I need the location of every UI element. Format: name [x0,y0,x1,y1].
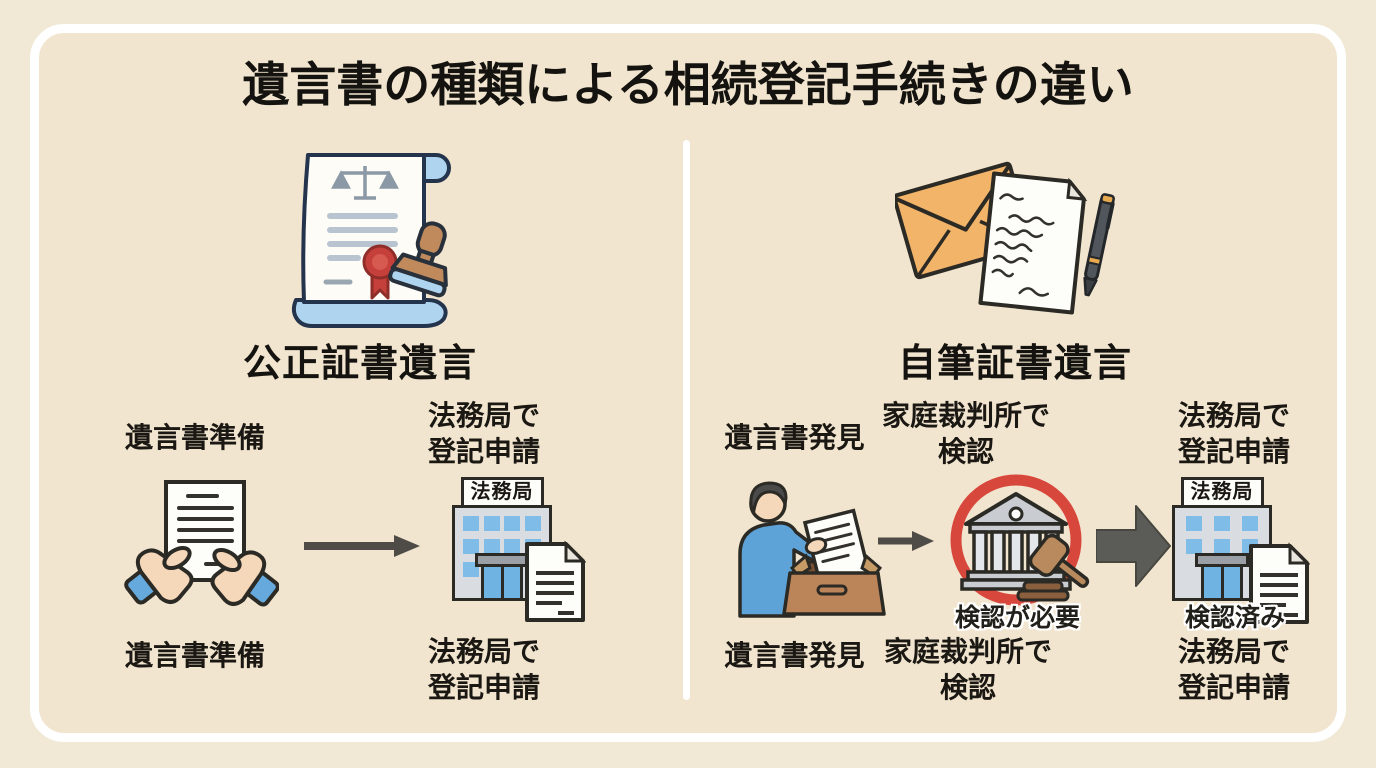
left-step2-label-bottom: 法務局で 登記申請 [420,634,548,706]
left-column-heading: 公正証書遺言 [242,343,477,385]
person-hand [804,537,828,555]
right-arrow-icon [878,531,934,551]
left-step1-label-bottom: 遺言書準備 [124,640,265,671]
window [463,516,479,531]
window [1242,516,1258,531]
right-step1-label-top: 遺言書発見 [724,422,865,453]
red-seal-ribbon-icon [362,244,398,300]
left-step1-label-top: 遺言書準備 [124,422,265,453]
building-sign: 法務局 [460,477,544,508]
pen-icon [1083,193,1115,297]
label-line: 法務局で [1177,400,1290,431]
drawer-box [782,553,886,616]
right-arrow-icon [304,535,420,557]
window-row [455,516,549,531]
label-line: 家庭裁判所で [883,636,1052,667]
handwritten-will-envelope-letter-pen-icon [895,161,1115,315]
window [524,516,541,531]
hands [135,545,267,606]
red-emphasis-ring [950,474,1082,606]
window [483,539,500,554]
registration-document-icon [525,541,586,622]
building-sign: 法務局 [1180,477,1264,508]
window [504,516,521,531]
entrance-door [481,564,523,598]
label-line: 登記申請 [427,436,540,467]
hands-holding-will-icon [124,480,279,607]
person-finding-will-in-drawer-icon [738,481,886,618]
right-step1-label-bottom: 遺言書発見 [724,640,865,671]
right-step3-label-bottom: 法務局で 登記申請 [1168,634,1300,706]
window-row [1175,516,1269,531]
window [504,539,521,554]
window [463,539,479,554]
gavel-icon [1016,533,1090,602]
registration-document-icon [1249,542,1310,624]
label-line: 登記申請 [1177,672,1290,703]
window [1186,516,1202,531]
label-line: 家庭裁判所で [881,400,1050,431]
label-line: 登記申請 [1177,436,1290,467]
scales-of-justice-glyph [331,166,399,200]
notarial-will-scroll-and-stamp-icon [292,153,451,328]
label-line: 検認 [939,672,996,703]
wooden-stamp-icon [388,221,448,298]
window [1186,539,1202,554]
entrance-door [1201,564,1243,598]
window [1214,516,1230,531]
label-line: 法務局で [1177,636,1290,667]
right-step2-label-top: 家庭裁判所で 検認 [880,398,1052,470]
block-right-arrow-icon [1096,505,1171,587]
label-line: 法務局で [427,636,540,667]
family-court-probate-icon [950,474,1090,606]
page-title: 遺言書の種類による相続登記手続きの違い [242,58,1134,111]
document-text-lines [327,213,398,261]
probate-completed-badge: 検認済み [1184,604,1285,632]
window [483,516,500,531]
left-step2-label-top: 法務局で 登記申請 [420,398,548,470]
label-line: 検認 [937,436,994,467]
label-line: 登記申請 [427,672,540,703]
person-hair [749,481,788,514]
right-step3-label-top: 法務局で 登記申請 [1168,398,1300,470]
probate-required-badge: 検認が必要 [954,604,1080,632]
window [1214,539,1230,554]
label-line: 法務局で [427,400,540,431]
right-step2-label-bottom: 家庭裁判所で 検認 [878,634,1058,706]
column-divider [683,140,690,700]
right-column-heading: 自筆証書遺言 [897,343,1132,385]
handwritten-letter [978,171,1088,315]
